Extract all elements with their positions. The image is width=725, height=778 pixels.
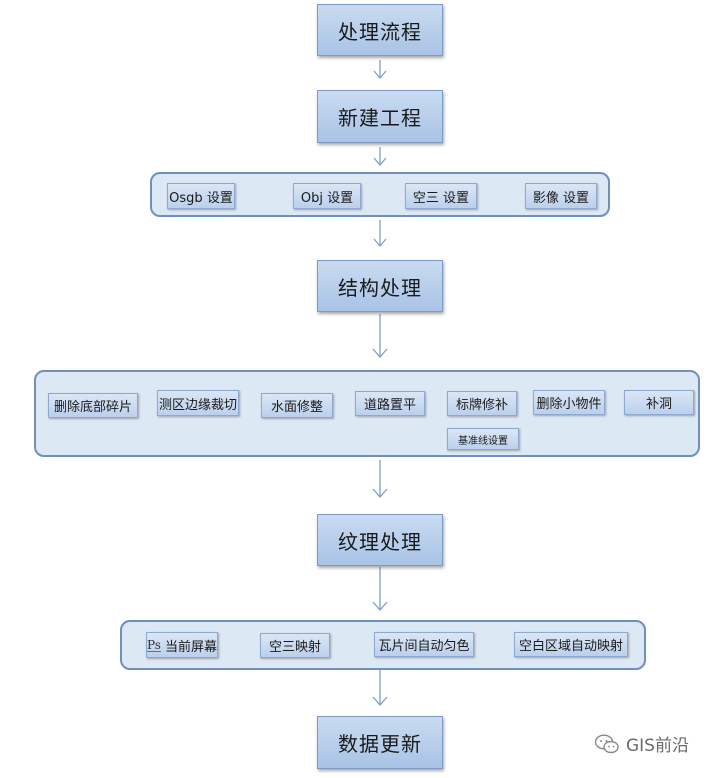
imagery-settings-label: 影像 设置 xyxy=(532,190,590,206)
current-screen-label: 当前屏幕 xyxy=(164,639,217,655)
delete-small-objects-label: 删除小物件 xyxy=(536,397,602,412)
step-structure-processing-label: 结构处理 xyxy=(338,275,422,300)
photoshop-icon: Ps xyxy=(147,637,161,652)
arrow-2 xyxy=(373,147,387,166)
watermark-text: GIS前沿 xyxy=(626,736,689,756)
step-new-project: 新建工程 xyxy=(317,90,443,143)
osgb-settings-label: Osgb 设置 xyxy=(169,190,233,206)
obj-settings-label: Obj 设置 xyxy=(300,190,354,206)
wechat-icon xyxy=(594,733,620,754)
step-data-update-label: 数据更新 xyxy=(338,732,422,756)
arrow-7 xyxy=(372,670,388,706)
step-data-update: 数据更新 xyxy=(317,716,443,769)
aerial-triangulation-mapping-label: 空三映射 xyxy=(268,640,321,655)
sign-repair: 标牌修补 xyxy=(447,391,517,416)
arrow-4 xyxy=(372,314,388,358)
fill-holes-label: 补洞 xyxy=(645,397,672,412)
tile-auto-color-balance-label: 瓦片间自动匀色 xyxy=(378,639,470,654)
step-process-flow: 处理流程 xyxy=(317,4,443,56)
step-texture-processing: 纹理处理 xyxy=(317,514,443,566)
road-flatten: 道路置平 xyxy=(355,391,425,416)
obj-settings: Obj 设置 xyxy=(293,183,361,209)
baseline-settings-label: 基准线设置 xyxy=(458,435,508,447)
imagery-settings: 影像 设置 xyxy=(525,183,597,209)
step-texture-processing-label: 纹理处理 xyxy=(338,529,422,554)
aerial-triangulation-mapping: 空三映射 xyxy=(260,633,330,658)
arrow-5 xyxy=(372,460,388,498)
watermark: GIS前沿 xyxy=(594,731,689,756)
water-surface-repair-label: 水面修整 xyxy=(270,400,323,415)
survey-edge-clip-label: 测区边缘裁切 xyxy=(158,397,237,413)
blank-area-auto-mapping-label: 空白区域自动映射 xyxy=(518,639,623,654)
arrow-3 xyxy=(373,220,387,247)
water-surface-repair: 水面修整 xyxy=(261,393,333,418)
arrow-6 xyxy=(372,567,388,611)
blank-area-auto-mapping: 空白区域自动映射 xyxy=(514,632,628,657)
aerial-triangulation-settings-label: 空三 设置 xyxy=(412,190,470,206)
fill-holes: 补洞 xyxy=(624,390,694,415)
step-new-project-label: 新建工程 xyxy=(338,106,422,130)
delete-bottom-fragments-label: 删除底部碎片 xyxy=(53,400,132,415)
baseline-settings: 基准线设置 xyxy=(447,428,519,450)
step-process-flow-label: 处理流程 xyxy=(338,19,422,44)
osgb-settings: Osgb 设置 xyxy=(167,183,235,209)
step-structure-processing: 结构处理 xyxy=(317,260,443,312)
sign-repair-label: 标牌修补 xyxy=(455,398,508,413)
aerial-triangulation-settings: 空三 设置 xyxy=(405,183,477,209)
arrow-1 xyxy=(373,60,387,79)
delete-small-objects: 删除小物件 xyxy=(533,390,605,415)
survey-edge-clip: 测区边缘裁切 xyxy=(157,390,239,416)
tile-auto-color-balance: 瓦片间自动匀色 xyxy=(374,632,474,657)
road-flatten-label: 道路置平 xyxy=(363,398,416,413)
delete-bottom-fragments: 删除底部碎片 xyxy=(48,393,138,418)
current-screen: Ps 当前屏幕 xyxy=(146,632,218,658)
